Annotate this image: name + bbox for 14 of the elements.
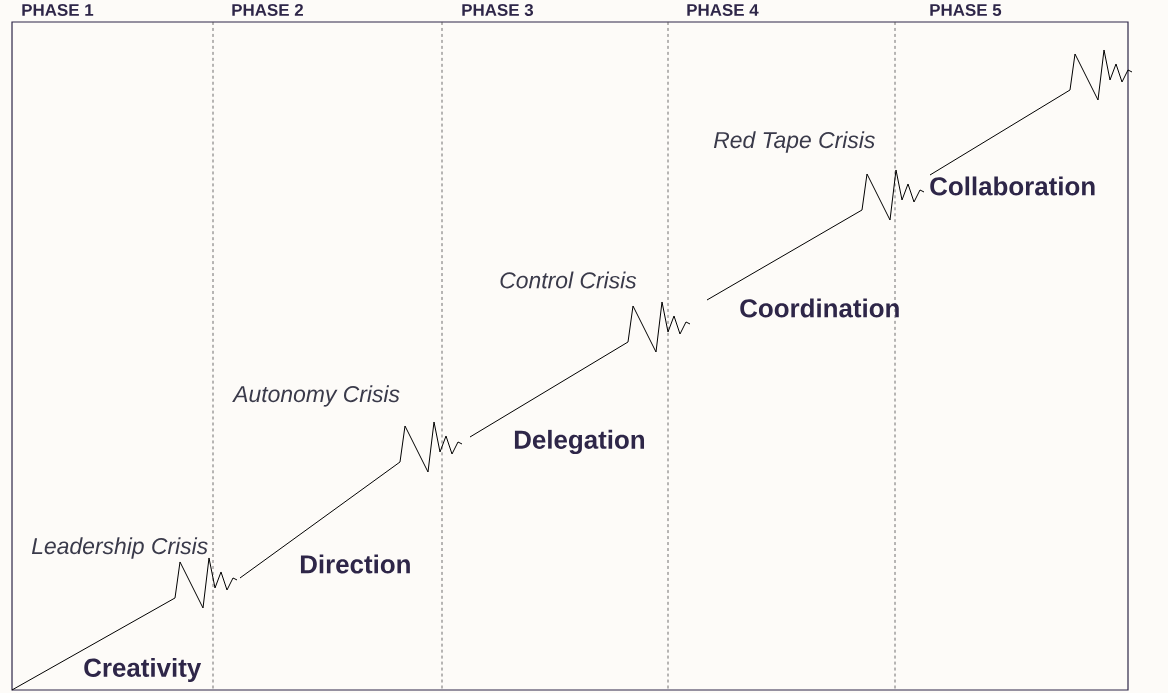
crisis-label: Leadership Crisis	[31, 537, 208, 559]
stage-label: Creativity	[84, 657, 202, 683]
phase-label: PHASE 3	[462, 4, 534, 16]
crisis-label: Autonomy Crisis	[232, 385, 400, 407]
phase-label: PHASE 5	[930, 4, 1002, 16]
stage-label: Delegation	[514, 429, 644, 455]
stage-label: Collaboration	[930, 176, 1095, 196]
phase-label: PHASE 4	[687, 4, 759, 16]
crisis-label: Red Tape Crisis	[713, 131, 875, 153]
stage-label: Direction	[300, 554, 410, 574]
phase-label: PHASE 2	[232, 4, 303, 16]
crisis-label: Control Crisis	[500, 271, 637, 289]
stage-label: Coordination	[740, 298, 899, 318]
phase-label: PHASE 1	[22, 4, 94, 16]
